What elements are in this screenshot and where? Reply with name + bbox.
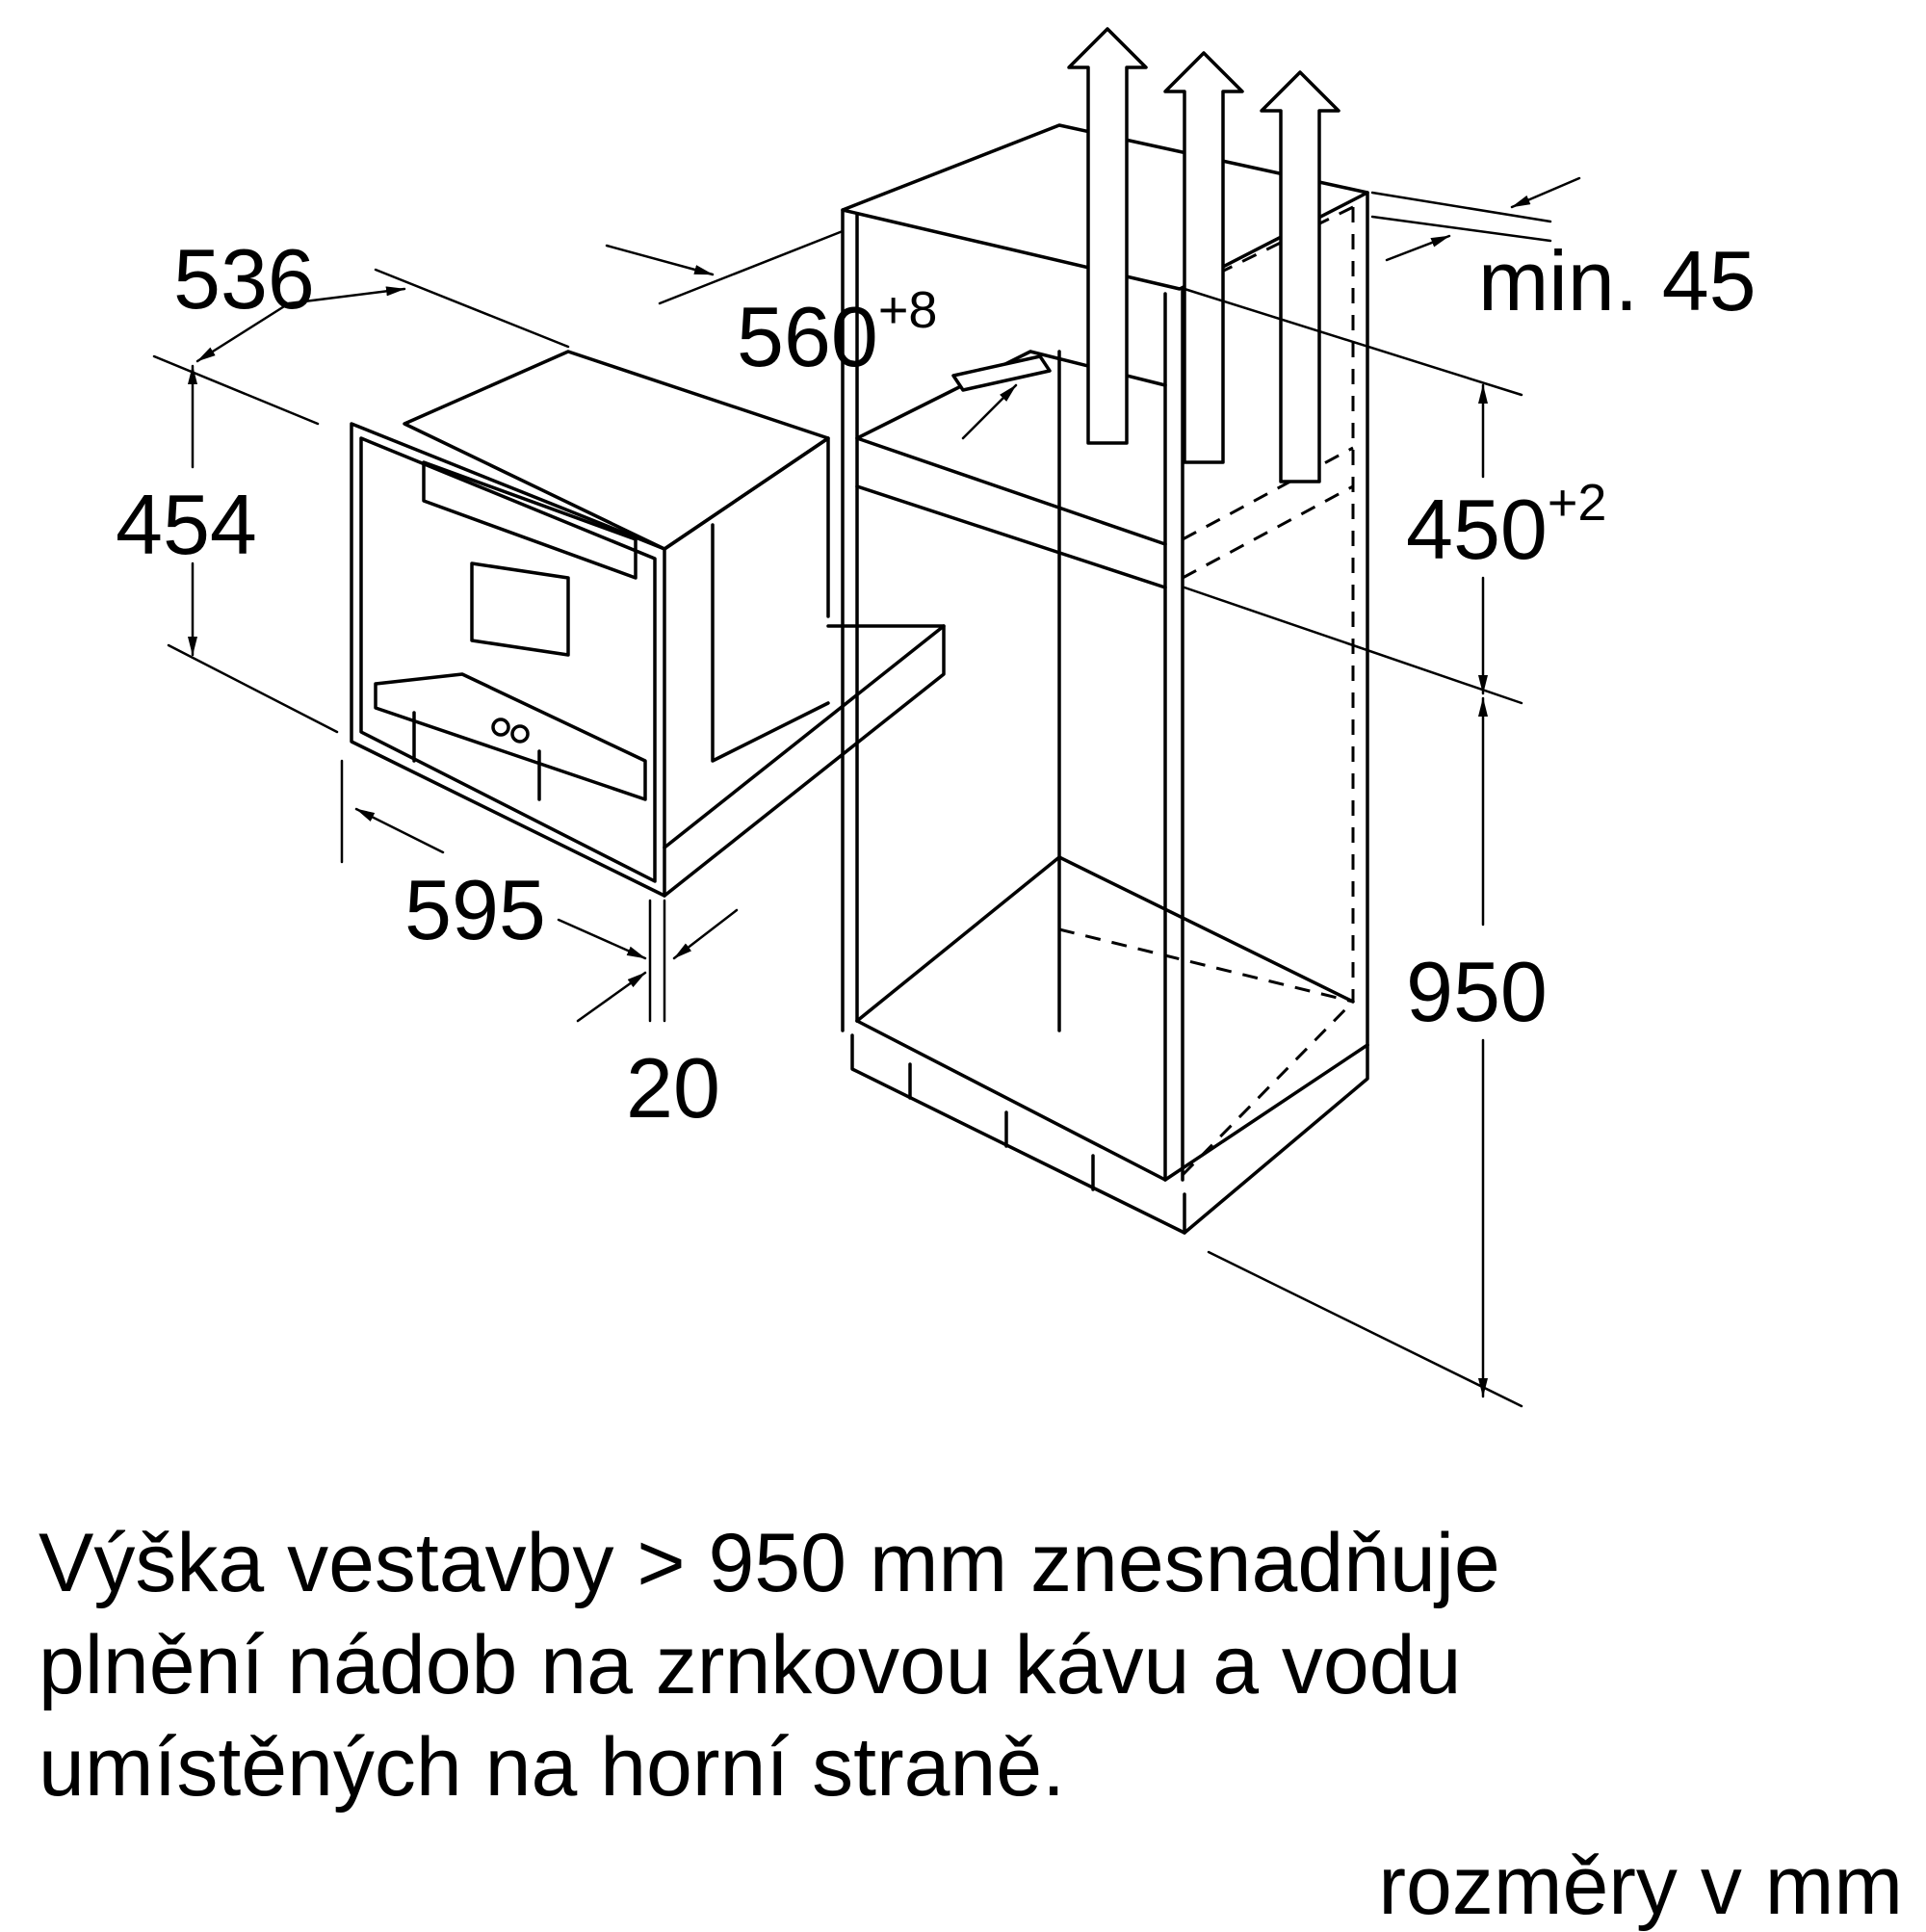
dimension-lines [152, 176, 1581, 1408]
dim-560-label: 560+8 [737, 281, 937, 384]
dimension-arrow-icon [672, 908, 739, 960]
dimension-arrow-icon [1385, 234, 1451, 262]
installation-note: Výška vestavby > 950 mm znesnadňuje plně… [39, 1512, 1868, 1818]
dim-450-label: 450+2 [1406, 474, 1606, 577]
ventilation-arrow-icon [1260, 70, 1340, 483]
dimension-arrow-icon [576, 971, 647, 1023]
dimension-arrow-icon [961, 383, 1018, 440]
dimension-arrow-icon [1510, 176, 1581, 209]
coffee-machine [350, 350, 946, 898]
dim-454-label: 454 [116, 477, 257, 572]
note-line-3: umístěných na horní straně. [39, 1721, 1066, 1814]
dim-536-label: 536 [173, 231, 315, 326]
units-label: rozměry v mm [1378, 1840, 1903, 1932]
ventilation-arrow-icon [1163, 51, 1244, 464]
dim-950-label: 950 [1406, 944, 1548, 1039]
dim-20-label: 20 [626, 1040, 720, 1136]
note-line-1: Výška vestavby > 950 mm znesnadňuje [39, 1517, 1500, 1609]
dimension-arrow-icon [557, 918, 647, 960]
cabinet [841, 123, 1369, 1235]
ventilation-arrow-icon [1067, 27, 1148, 445]
dimension-arrow-icon [287, 286, 406, 305]
note-line-2: plnění nádob na zrnkovou kávu a vodu [39, 1619, 1462, 1711]
dimension-arrow-icon [354, 807, 445, 854]
dim-min45-label: min. 45 [1478, 233, 1757, 328]
dimension-arrow-icon [195, 301, 291, 363]
installation-diagram: 536 454 595 20 560+8 min. 45 450+2 950 [116, 27, 1757, 1408]
ventilation-arrows [1067, 27, 1340, 483]
dimension-arrow-icon [605, 244, 715, 276]
dim-595-label: 595 [404, 862, 546, 957]
